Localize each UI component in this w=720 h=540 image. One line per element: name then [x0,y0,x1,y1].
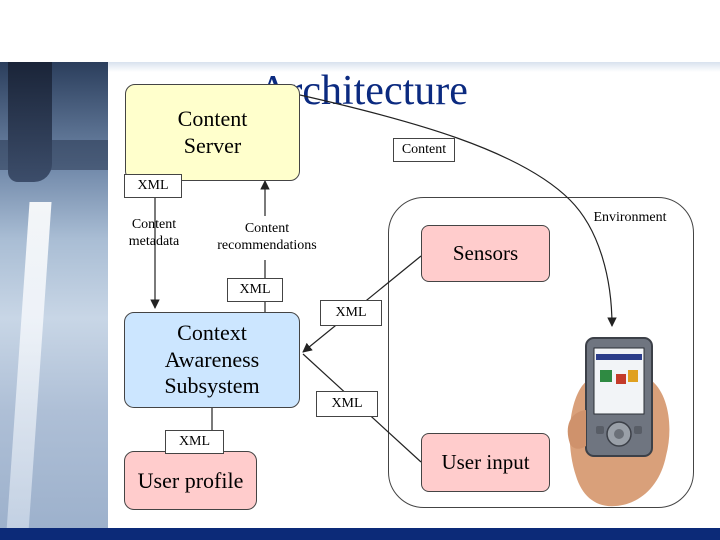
user-input-text: User input [441,450,530,474]
xml-label-sensors: XML [320,300,382,326]
context-awareness-node: Context Awareness Subsystem [124,312,300,408]
top-band [0,0,720,62]
photo-road [6,202,52,528]
sensors-text: Sensors [452,241,519,265]
content-server-node: Content Server [125,84,300,181]
xml-label-profile: XML [165,430,224,454]
photo-runner [8,62,52,182]
sensors-node: Sensors [421,225,550,282]
xml-label-middle: XML [227,278,283,302]
user-profile-node: User profile [124,451,257,510]
content-recommendations-label: Content recommendations [206,216,328,260]
content-label: Content [393,138,455,162]
content-server-text: Content Server [177,106,248,158]
handheld-pda-icon [567,337,670,507]
xml-label-top: XML [124,174,182,198]
user-profile-text: User profile [137,467,244,493]
background-photo-strip [0,62,108,528]
environment-label: Environment [593,210,667,225]
bottom-bar [0,528,720,540]
content-metadata-label: Content metadata [128,217,180,249]
user-input-node: User input [421,433,550,492]
xml-label-input: XML [316,391,378,417]
top-fade [108,62,720,72]
context-awareness-text: Context Awareness Subsystem [164,320,260,399]
